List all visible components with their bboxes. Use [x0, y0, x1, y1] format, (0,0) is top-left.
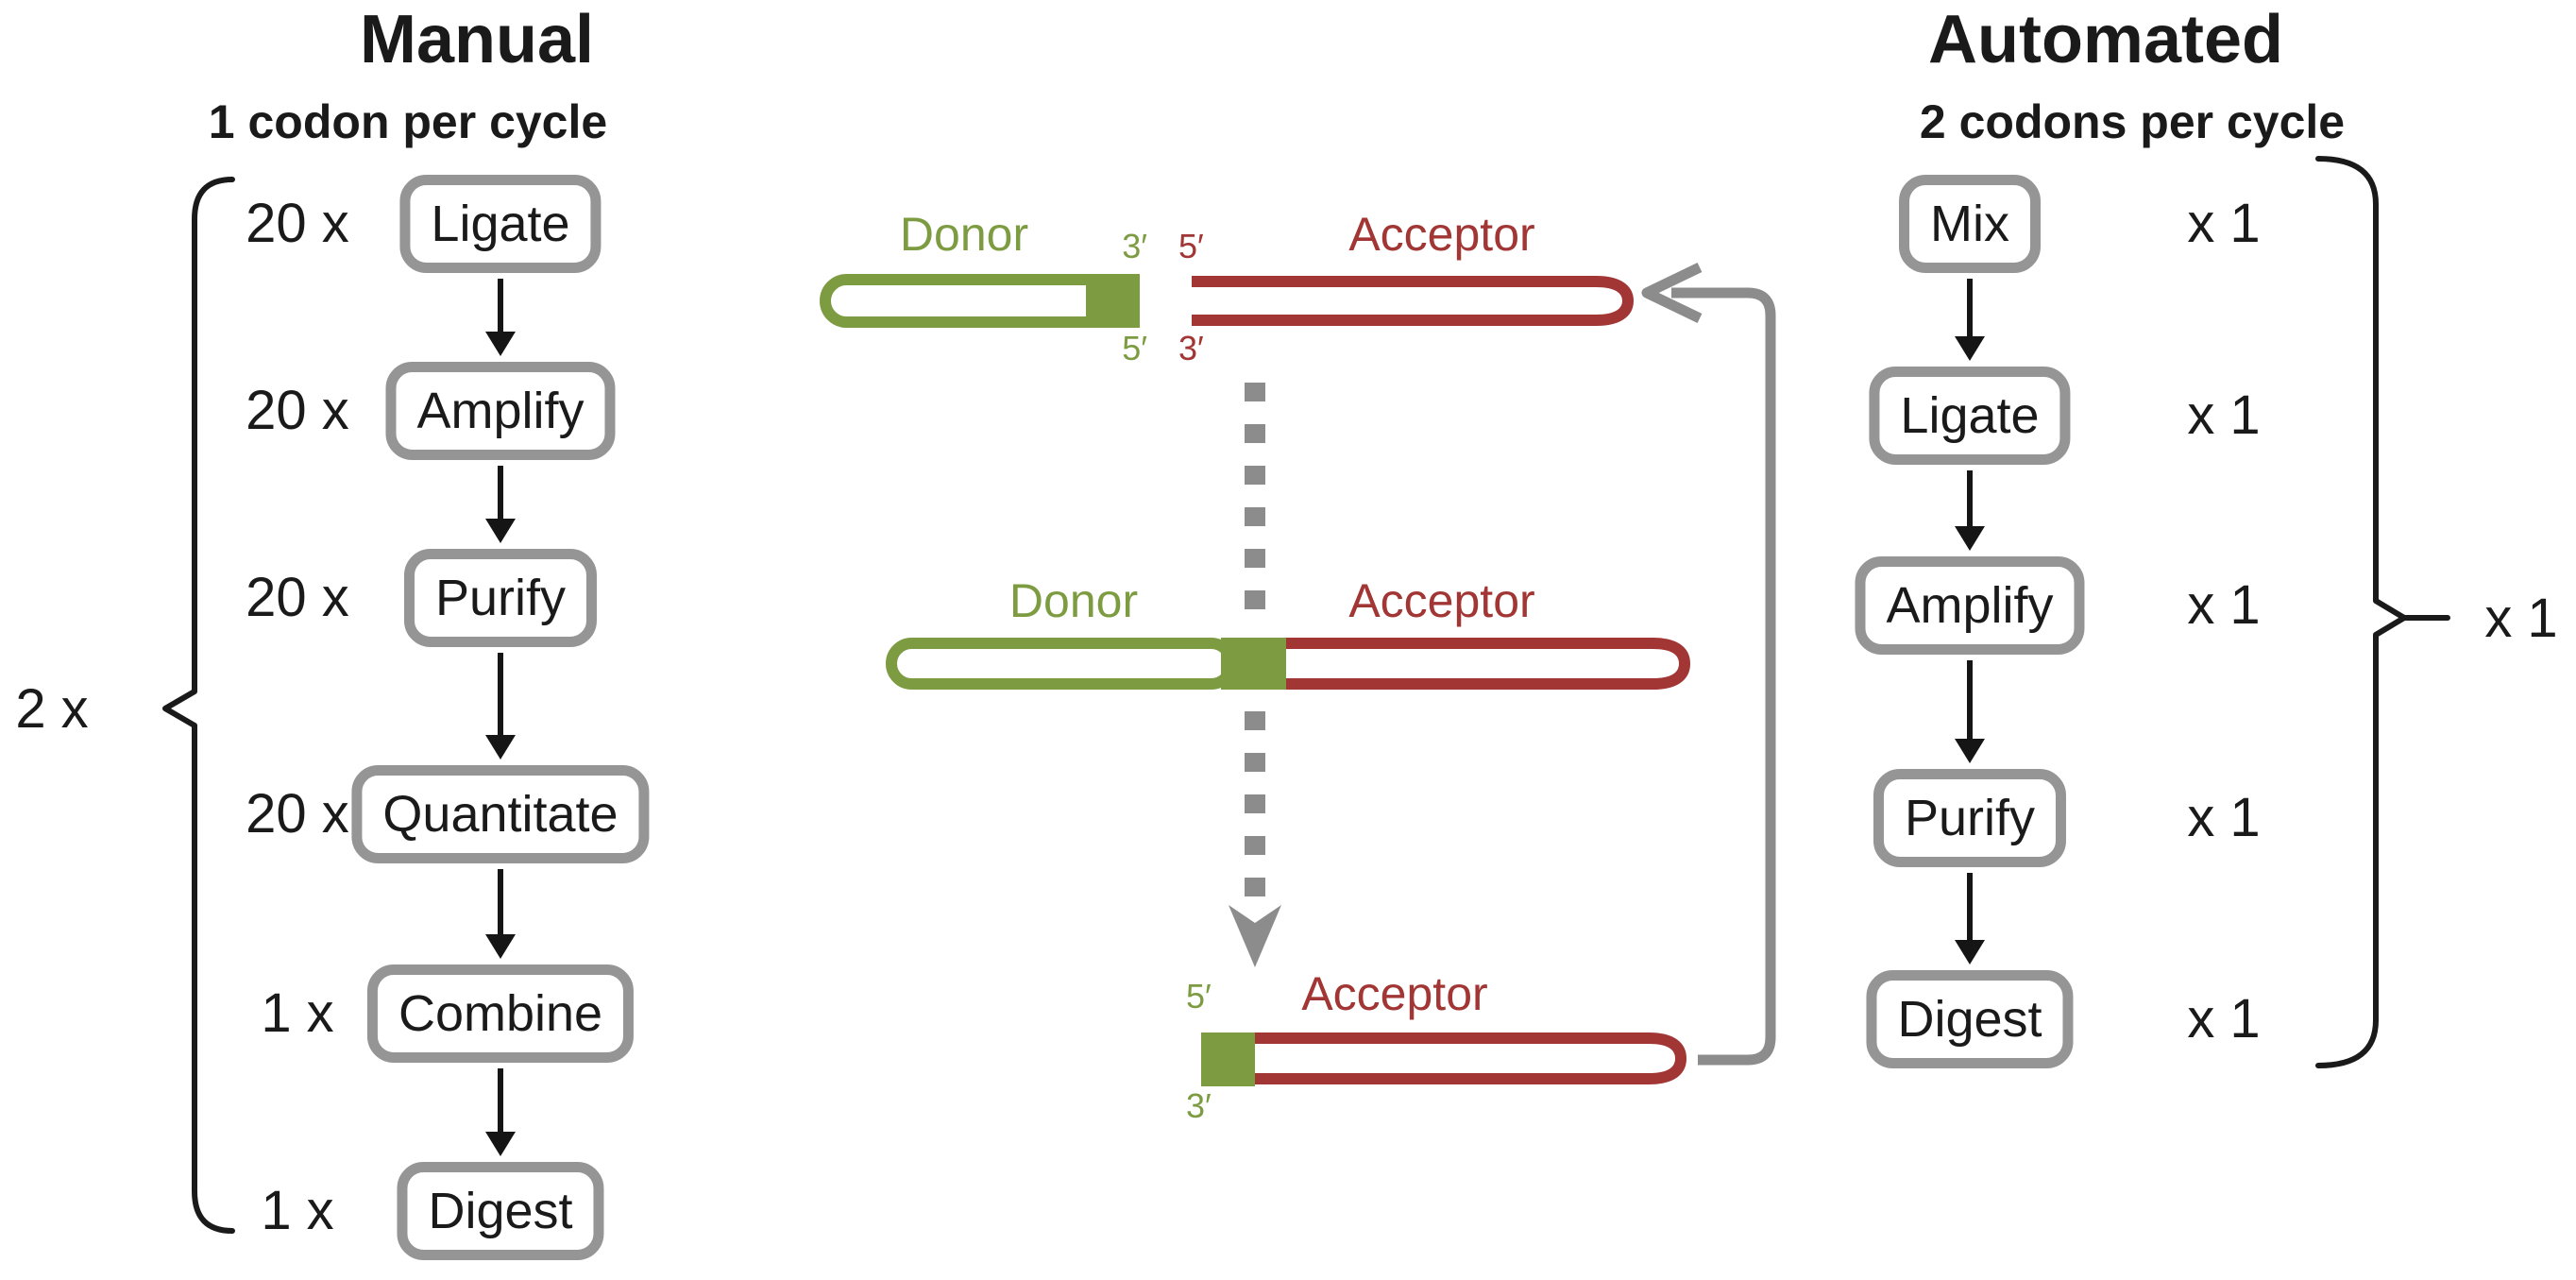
digested-acceptor-hairpin [1201, 1033, 1687, 1086]
automated-step-box-2: Amplify [1855, 556, 2085, 655]
automated-step-count-2: x 1 [2187, 574, 2261, 636]
automated-cycle-count: x 1 [2484, 588, 2558, 649]
bottom-3prime-label: 3′ [1186, 1086, 1212, 1125]
manual-step-count-4: 1 x [261, 982, 334, 1044]
manual-cycle-brace [162, 177, 235, 1234]
manual-step-box-4: Combine [366, 964, 635, 1063]
manual-flow-arrow-3 [485, 869, 516, 959]
automated-flow-arrow-1 [1955, 470, 1985, 551]
manual-step-box-3: Quantitate [351, 765, 650, 863]
automated-step-count-1: x 1 [2187, 384, 2261, 446]
manual-cycle-count: 2 x [15, 678, 89, 740]
top-acceptor-5prime-label: 5′ [1178, 227, 1204, 265]
recycle-arrow [1641, 263, 1776, 1066]
manual-step-count-5: 1 x [261, 1180, 334, 1241]
automated-step-box-3: Purify [1873, 769, 2067, 867]
manual-title: Manual [359, 2, 595, 77]
automated-step-box-4: Digest [1866, 970, 2074, 1068]
automated-subtitle: 2 codons per cycle [1919, 95, 2346, 148]
mid-acceptor-label: Acceptor [1348, 574, 1535, 627]
automated-flow-arrow-2 [1955, 660, 1985, 763]
top-donor-3prime-label: 3′ [1122, 227, 1147, 265]
top-acceptor-3prime-label: 3′ [1178, 329, 1204, 367]
manual-step-box-0: Ligate [399, 175, 602, 273]
automated-step-box-0: Mix [1899, 175, 2041, 273]
manual-step-box-1: Amplify [385, 362, 616, 460]
manual-step-count-2: 20 x [246, 567, 349, 628]
mid-donor-label: Donor [1008, 574, 1139, 627]
manual-flow-arrow-0 [485, 279, 516, 356]
top-donor-5prime-label: 5′ [1122, 329, 1147, 367]
manual-step-box-5: Digest [397, 1162, 604, 1260]
automated-flow-arrow-0 [1955, 279, 1985, 361]
bottom-acceptor-label: Acceptor [1301, 967, 1488, 1020]
manual-subtitle: 1 codon per cycle [208, 95, 608, 148]
manual-step-box-2: Purify [403, 549, 598, 647]
manual-flow-arrow-2 [485, 653, 516, 759]
automated-step-count-0: x 1 [2187, 193, 2261, 254]
manual-step-count-3: 20 x [246, 783, 349, 845]
acceptor-hairpin [1192, 276, 1635, 326]
manual-flow-arrow-4 [485, 1068, 516, 1156]
reaction-dashed-arrow [1229, 383, 1281, 967]
automated-title: Automated [1928, 2, 2283, 77]
manual-flow-arrow-1 [485, 466, 516, 543]
manual-step-count-0: 20 x [246, 193, 349, 254]
automated-step-box-1: Ligate [1869, 367, 2071, 465]
top-donor-label: Donor [899, 208, 1029, 261]
top-acceptor-label: Acceptor [1348, 208, 1535, 261]
automated-step-count-4: x 1 [2187, 988, 2261, 1050]
donor-hairpin [820, 274, 1140, 328]
ligated-product-hairpin [886, 638, 1691, 690]
manual-step-count-1: 20 x [246, 380, 349, 441]
automated-flow-arrow-3 [1955, 873, 1985, 964]
bottom-5prime-label: 5′ [1186, 977, 1212, 1015]
automated-step-count-3: x 1 [2187, 787, 2261, 848]
